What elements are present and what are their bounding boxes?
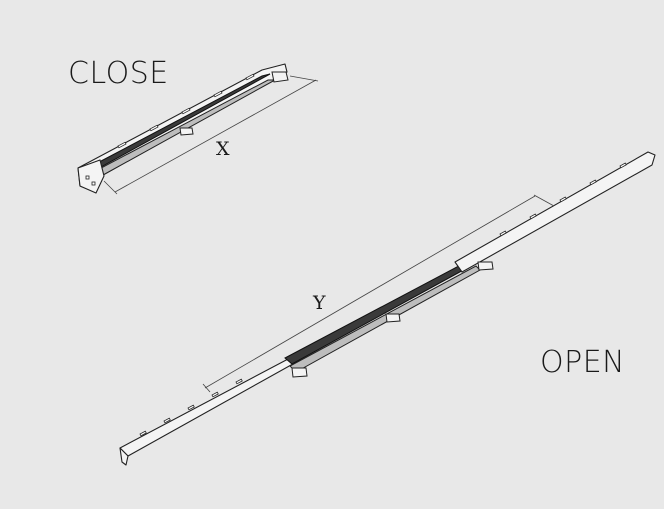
closed-dimension-label: X xyxy=(216,138,230,160)
open-bracket-mid xyxy=(385,313,401,323)
closed-bracket-mid xyxy=(179,127,194,136)
open-dim-y-line xyxy=(204,195,536,389)
open-bracket-rear xyxy=(477,261,494,271)
open-state-label: OPEN xyxy=(540,345,626,380)
closed-slots xyxy=(117,73,255,149)
closed-dim-x-line xyxy=(114,79,317,193)
closed-front-end xyxy=(77,159,105,194)
open-inner-rail xyxy=(119,357,301,457)
open-slide xyxy=(119,151,656,466)
open-outer-slots xyxy=(499,162,627,237)
open-outer-rail xyxy=(454,151,656,273)
open-bracket-front xyxy=(291,367,308,378)
close-state-label: CLOSE xyxy=(68,56,169,91)
closed-bracket-rear xyxy=(271,71,289,83)
closed-slide xyxy=(77,63,319,195)
open-inner-slots xyxy=(139,378,243,437)
open-inner-rail-flange xyxy=(119,447,129,466)
open-dimension-label: Y xyxy=(313,292,326,314)
